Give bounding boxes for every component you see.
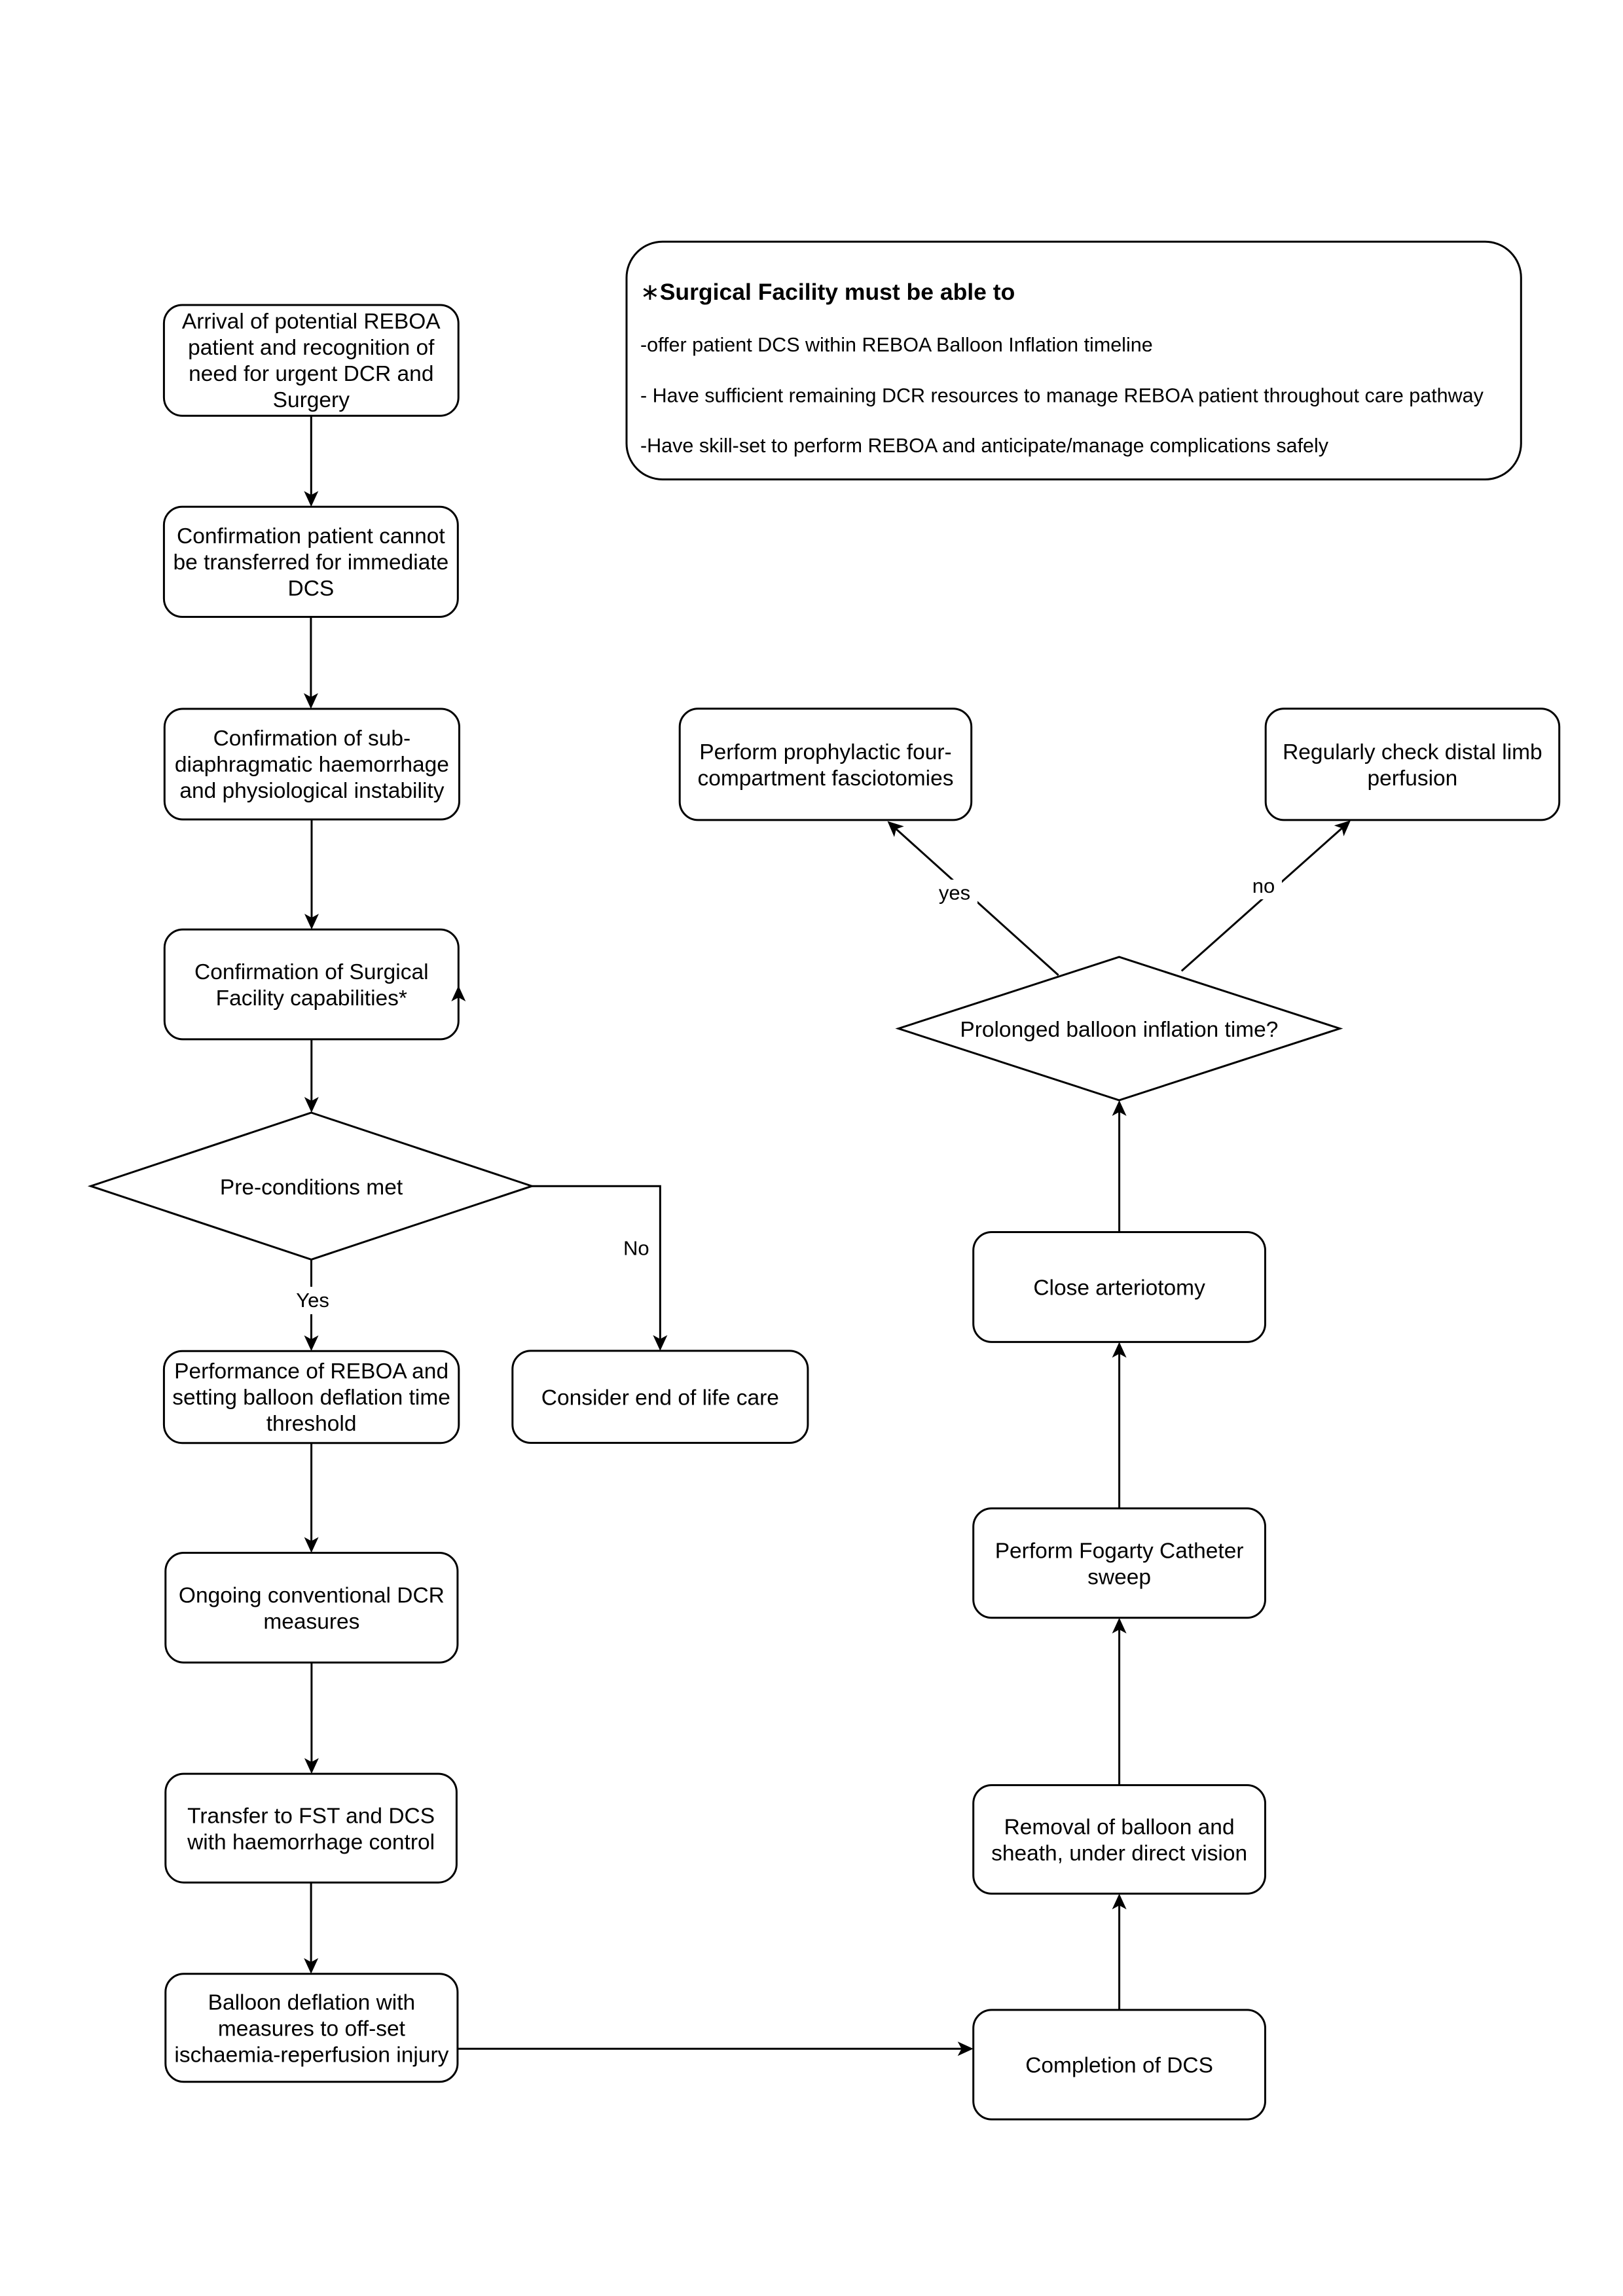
svg-text:Perform Fogarty Catheter: Perform Fogarty Catheter (995, 1539, 1244, 1564)
svg-text:diaphragmatic haemorrhage: diaphragmatic haemorrhage (175, 753, 449, 777)
svg-text:Yes: Yes (296, 1289, 329, 1312)
svg-text:Confirmation patient cannot: Confirmation patient cannot (177, 524, 445, 548)
svg-text:Confirmation of sub-: Confirmation of sub- (213, 726, 411, 751)
svg-text:Balloon deflation with: Balloon deflation with (208, 1991, 416, 2015)
svg-text:∗Surgical Facility must be abl: ∗Surgical Facility must be able to (640, 279, 1015, 305)
svg-text:be transferred for immediate: be transferred for immediate (173, 550, 449, 575)
svg-text:Facility capabilities*: Facility capabilities* (216, 986, 407, 1011)
svg-text:-Have skill-set to perform REB: -Have skill-set to perform REBOA and ant… (640, 435, 1329, 457)
svg-text:Surgery: Surgery (273, 388, 350, 412)
svg-text:sheath, under direct vision: sheath, under direct vision (991, 1842, 1247, 1866)
svg-text:Ongoing conventional DCR: Ongoing conventional DCR (179, 1584, 445, 1608)
svg-text:No: No (623, 1237, 649, 1260)
svg-text:Prolonged balloon inflation ti: Prolonged balloon inflation time? (960, 1018, 1278, 1042)
svg-text:-offer patient DCS within REBO: -offer patient DCS within REBOA Balloon … (640, 334, 1153, 356)
svg-text:yes: yes (939, 882, 970, 905)
svg-text:- Have sufficient remaining DC: - Have sufficient remaining DCR resource… (640, 385, 1484, 407)
svg-text:Close arteriotomy: Close arteriotomy (1033, 1276, 1205, 1300)
svg-text:Regularly check distal limb: Regularly check distal limb (1283, 740, 1542, 764)
svg-text:no: no (1252, 874, 1275, 897)
svg-text:need for urgent DCR and: need for urgent DCR and (189, 362, 433, 386)
svg-text:threshold: threshold (266, 1412, 357, 1436)
svg-text:Consider end of life care: Consider end of life care (541, 1386, 779, 1410)
svg-text:sweep: sweep (1087, 1566, 1151, 1590)
svg-text:patient and recognition of: patient and recognition of (188, 336, 435, 360)
svg-text:Confirmation of Surgical: Confirmation of Surgical (194, 960, 429, 984)
svg-text:Transfer to FST and DCS: Transfer to FST and DCS (187, 1804, 435, 1829)
svg-text:Pre-conditions met: Pre-conditions met (220, 1175, 403, 1200)
svg-text:ischaemia-reperfusion injury: ischaemia-reperfusion injury (174, 2043, 448, 2068)
svg-text:Perform prophylactic four-: Perform prophylactic four- (699, 740, 951, 764)
svg-text:Arrival of potential REBOA: Arrival of potential REBOA (182, 310, 441, 334)
svg-text:setting balloon deflation time: setting balloon deflation time (172, 1386, 450, 1410)
svg-text:Performance of REBOA and: Performance of REBOA and (174, 1359, 448, 1384)
svg-text:and physiological instability: and physiological instability (179, 779, 444, 803)
svg-text:Completion of DCS: Completion of DCS (1025, 2054, 1213, 2078)
svg-text:measures to off-set: measures to off-set (218, 2017, 406, 2041)
svg-text:compartment fasciotomies: compartment fasciotomies (698, 766, 954, 791)
svg-text:perfusion: perfusion (1367, 766, 1457, 791)
svg-text:Removal of balloon and: Removal of balloon and (1004, 1816, 1235, 1840)
svg-text:with haemorrhage control: with haemorrhage control (187, 1831, 435, 1855)
svg-text:DCS: DCS (288, 577, 335, 601)
svg-text:measures: measures (263, 1610, 359, 1634)
